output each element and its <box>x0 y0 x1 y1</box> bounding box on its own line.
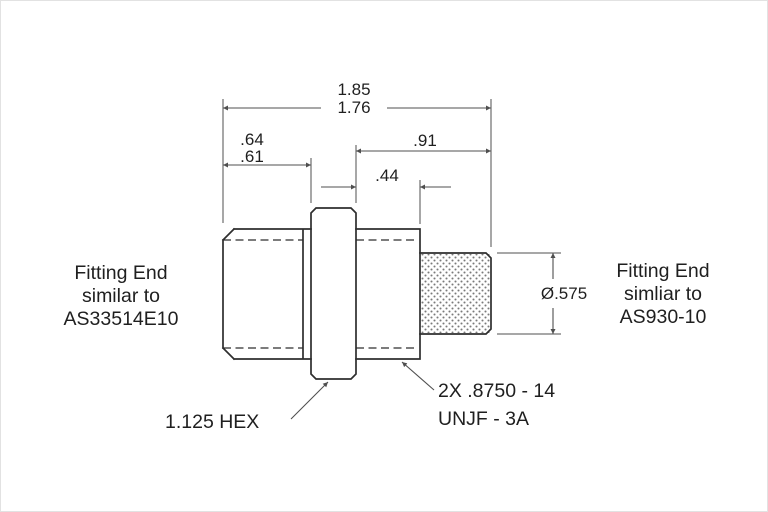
knurl-texture <box>421 254 490 333</box>
left-thread-body-outline <box>221 227 312 361</box>
right-thread-hidden-lines <box>356 239 415 349</box>
thread-note-line1: 2X .8750 - 14 <box>438 380 555 402</box>
dim-left-length-lower: .61 <box>240 147 264 166</box>
leader-hex-note <box>290 381 329 420</box>
hex-size-note: 1.125 HEX <box>165 411 259 433</box>
left-fitting-note-line3: AS33514E10 <box>64 308 179 330</box>
left-fitting-note-line2: similar to <box>82 285 160 307</box>
right-fitting-note-line1: Fitting End <box>616 260 709 282</box>
extension-lines <box>222 99 561 335</box>
right-fitting-note-line2: simliar to <box>624 283 702 305</box>
dim-overall-lower: 1.76 <box>337 98 370 117</box>
left-fitting-note-line1: Fitting End <box>74 262 167 284</box>
dim-left-length-upper: .64 <box>240 130 264 149</box>
dim-right-length: .91 <box>413 131 437 150</box>
dim-thread-length: .44 <box>375 166 399 185</box>
dimension-text: 1.85 1.76 .64 .61 .91 .44 Ø.575 <box>240 80 587 303</box>
right-thread-outline <box>355 228 421 360</box>
dim-overall-upper: 1.85 <box>337 80 370 99</box>
part-geometry <box>221 207 492 380</box>
right-fitting-note-line3: AS930-10 <box>620 306 707 328</box>
leader-thread-note <box>401 361 435 391</box>
hex-outline <box>310 207 357 380</box>
dim-end-diameter: Ø.575 <box>541 284 587 303</box>
left-thread-hidden-lines <box>223 239 303 349</box>
thread-note-line2: UNJF - 3A <box>438 408 529 430</box>
knurl-outline <box>419 252 492 335</box>
annotation-text: Fitting End similar to AS33514E10 Fittin… <box>64 260 710 433</box>
dimension-lines <box>223 105 556 420</box>
